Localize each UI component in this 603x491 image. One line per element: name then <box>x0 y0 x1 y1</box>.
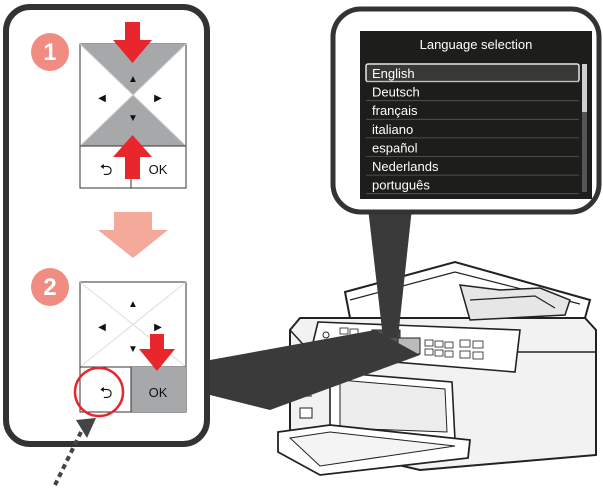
back-button[interactable]: ⮌ <box>100 160 113 179</box>
down-button-area[interactable] <box>80 95 186 146</box>
back-button[interactable]: ⮌ <box>100 383 113 402</box>
step-2-button-row: ⮌ OK <box>79 366 187 413</box>
ok-button[interactable]: OK <box>149 162 168 177</box>
language-label: français <box>372 103 418 118</box>
ok-button-highlight[interactable] <box>131 367 186 412</box>
press-ok-arrow-icon <box>139 334 175 371</box>
svg-text:1: 1 <box>43 39 56 66</box>
language-label: português <box>372 178 430 193</box>
scrollbar[interactable] <box>582 64 587 192</box>
back-button-highlight-circle <box>73 366 125 418</box>
right-arrow-icon: ▶ <box>154 93 162 104</box>
up-button-area[interactable] <box>80 44 186 95</box>
step-2-badge: 2 <box>31 268 69 306</box>
left-arrow-icon: ◀ <box>98 93 106 104</box>
screen-title: Language selection <box>420 37 533 52</box>
left-arrow-icon: ◀ <box>98 322 106 333</box>
down-arrow-icon: ▼ <box>128 344 138 355</box>
press-down-arrow-icon <box>113 135 152 179</box>
down-arrow-icon: ▼ <box>128 113 138 124</box>
language-label: Nederlands <box>372 159 439 174</box>
press-up-arrow-icon <box>113 22 152 63</box>
callout-connector <box>210 208 420 410</box>
language-option[interactable]: English <box>365 63 580 83</box>
language-label: italiano <box>372 122 413 137</box>
dotted-pointer-arrow-icon <box>53 418 96 486</box>
language-label: English <box>372 66 415 81</box>
language-label: español <box>372 140 418 155</box>
ok-button[interactable]: OK <box>149 385 168 400</box>
lcd-screen <box>360 31 592 199</box>
up-arrow-icon: ▲ <box>128 299 138 310</box>
language-option[interactable]: Nederlands <box>366 159 579 176</box>
language-option[interactable]: français <box>366 103 579 120</box>
language-option[interactable]: Deutsch <box>366 85 579 102</box>
language-label: Deutsch <box>372 85 420 100</box>
language-option[interactable]: português <box>366 178 579 195</box>
svg-text:2: 2 <box>43 274 56 301</box>
language-option[interactable]: italiano <box>366 122 579 139</box>
language-option[interactable]: español <box>366 140 579 157</box>
next-step-arrow-icon <box>98 212 168 258</box>
up-arrow-icon: ▲ <box>128 74 138 85</box>
step-1-badge: 1 <box>31 33 69 71</box>
right-arrow-icon: ▶ <box>154 322 162 333</box>
